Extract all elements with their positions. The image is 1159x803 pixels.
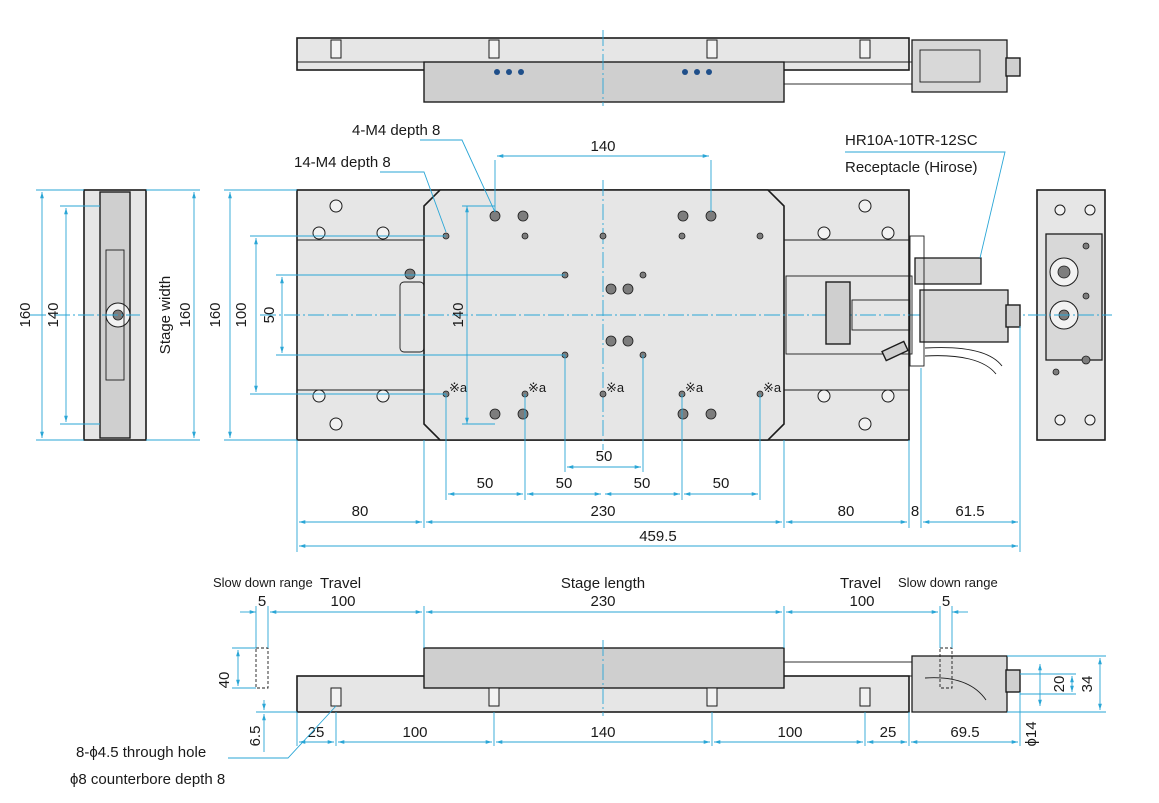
- dim-left-80: 80: [352, 503, 369, 520]
- stage-length-label: Stage length: [561, 575, 645, 592]
- ref-mark-1: ※a: [449, 380, 468, 395]
- dim-gap-8: 8: [911, 503, 919, 520]
- dim-pitch-a: 50: [477, 475, 494, 492]
- dim-left-outer: 160: [17, 302, 34, 327]
- left-side-view: 160 140 Stage width 160: [17, 189, 200, 441]
- counterbore-row-bottom: [330, 687, 871, 707]
- dim-slow-left: 5: [258, 593, 266, 610]
- dim-bot-69-5: 69.5: [950, 724, 979, 741]
- stage-width-label: Stage width: [157, 276, 174, 354]
- dim-bot-25-right: 25: [880, 724, 897, 741]
- dim-travel-right: 100: [849, 593, 874, 610]
- ref-mark-3: ※a: [606, 380, 625, 395]
- right-end-view: [1030, 189, 1112, 441]
- dim-motor-61-5: 61.5: [955, 503, 984, 520]
- dim-bot-100-left: 100: [402, 724, 427, 741]
- reference-marks: ※a ※a ※a ※a ※a: [449, 380, 782, 395]
- dim-plan-height: 160: [207, 302, 224, 327]
- ref-mark-4: ※a: [685, 380, 704, 395]
- motor-top: [783, 39, 1021, 93]
- dim-pitch-d: 50: [713, 475, 730, 492]
- motor-plan: [785, 235, 1021, 375]
- dim-stage-width: 160: [177, 302, 194, 327]
- dim-plan-140: 140: [450, 302, 467, 327]
- dim-right-phi14: ϕ14: [1023, 721, 1040, 746]
- dim-right-34: 34: [1079, 676, 1096, 693]
- dim-mid-230: 230: [590, 503, 615, 520]
- callout-through-hole: 8-ϕ4.5 through hole: [76, 744, 206, 761]
- travel-left-label: Travel: [320, 575, 361, 592]
- bottom-elevation-view: Slow down range Travel Stage length Trav…: [70, 575, 1106, 788]
- dim-top-pitch: 140: [590, 138, 615, 155]
- dim-pitch-b: 50: [556, 475, 573, 492]
- dim-plan-50: 50: [261, 307, 278, 324]
- callout-connector-desc: Receptacle (Hirose): [845, 159, 978, 176]
- dim-right-20: 20: [1051, 676, 1068, 693]
- counterbore-row-top: [330, 39, 871, 59]
- callout-14-m4: 14-M4 depth 8: [294, 154, 391, 171]
- dim-bot-140: 140: [590, 724, 615, 741]
- motor-bottom: [783, 655, 1021, 713]
- callout-counterbore: ϕ8 counterbore depth 8: [70, 771, 225, 788]
- dim-center-50: 50: [596, 448, 613, 465]
- tapped-holes-plan: [404, 210, 764, 420]
- dim-left-inner: 140: [45, 302, 62, 327]
- dim-total-459-5: 459.5: [639, 528, 677, 545]
- dim-plan-100: 100: [233, 302, 250, 327]
- dot-marks-top: [494, 69, 712, 75]
- dim-stage-length: 230: [590, 593, 615, 610]
- top-elevation-view: [296, 30, 1021, 106]
- dim-pitch-c: 50: [634, 475, 651, 492]
- dim-side-6-5: 6.5: [247, 726, 264, 747]
- dim-right-80: 80: [838, 503, 855, 520]
- dim-side-40: 40: [216, 672, 233, 689]
- slow-down-right-label: Slow down range: [898, 575, 998, 590]
- dim-bot-100-right: 100: [777, 724, 802, 741]
- callout-4-m4: 4-M4 depth 8: [352, 122, 440, 139]
- plan-view: ※a ※a ※a ※a ※a 140 160: [207, 122, 1030, 552]
- slow-down-left-label: Slow down range: [213, 575, 313, 590]
- ref-mark-2: ※a: [528, 380, 547, 395]
- travel-right-label: Travel: [840, 575, 881, 592]
- dim-slow-right: 5: [942, 593, 950, 610]
- dim-bot-25-left: 25: [308, 724, 325, 741]
- ref-mark-5: ※a: [763, 380, 782, 395]
- dim-travel-left: 100: [330, 593, 355, 610]
- callout-connector-model: HR10A-10TR-12SC: [845, 132, 978, 149]
